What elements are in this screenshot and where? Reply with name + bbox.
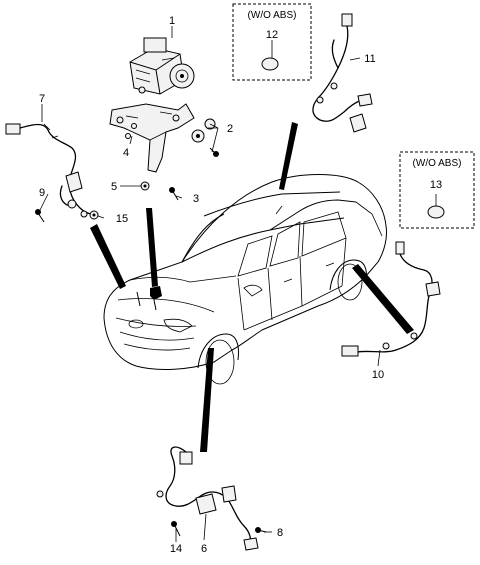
callout-12: 12 [266, 29, 278, 41]
callout-5: 5 [111, 181, 117, 193]
fasteners-part [140, 181, 179, 201]
abs-hydraulic-unit-part [129, 37, 195, 95]
leader-arrow-front-left-sensor [90, 224, 126, 289]
callout-leaders [39, 26, 437, 542]
right-variant-box: (W/O ABS) [399, 151, 475, 229]
callout-13: 13 [430, 179, 442, 191]
callout-1: 1 [169, 15, 175, 27]
callout-9: 9 [39, 187, 45, 199]
front-left-wheel-sensor-part [5, 123, 99, 218]
bolt-part-14 [171, 521, 181, 537]
leader-arrow-abs-unit [146, 208, 158, 287]
rear-left-wheel-sensor-part [312, 13, 373, 133]
callout-7: 7 [39, 93, 45, 105]
bolt-part-9 [35, 209, 45, 223]
leader-arrow-rear-right-sensor [352, 264, 414, 334]
rear-variant-box: (W/O ABS) [232, 3, 312, 81]
callout-3: 3 [193, 193, 199, 205]
sensor-cap-12 [261, 57, 279, 71]
callout-6: 6 [201, 543, 207, 555]
callout-numbers: 1 2 3 4 5 6 7 8 9 10 11 12 13 14 15 [39, 15, 442, 555]
right-variant-label: (W/O ABS) [413, 158, 462, 169]
leader-arrows [90, 122, 414, 452]
leader-arrow-rear-left-sensor [279, 122, 298, 190]
clip-part-15 [89, 210, 99, 220]
callout-8: 8 [277, 527, 283, 539]
sensor-cap-13 [427, 205, 445, 219]
callout-2: 2 [227, 123, 233, 135]
callout-15: 15 [116, 213, 128, 225]
rear-right-wheel-sensor-part [341, 241, 441, 357]
callout-10: 10 [372, 369, 384, 381]
front-right-wheel-sensor-part [156, 446, 259, 551]
callout-14: 14 [170, 543, 182, 555]
callout-11: 11 [364, 53, 375, 65]
mounting-bracket-part [109, 103, 219, 173]
car-body [103, 174, 387, 385]
leader-arrow-front-right-sensor [200, 348, 214, 452]
callout-4: 4 [123, 147, 129, 159]
rear-variant-label: (W/O ABS) [248, 10, 297, 21]
